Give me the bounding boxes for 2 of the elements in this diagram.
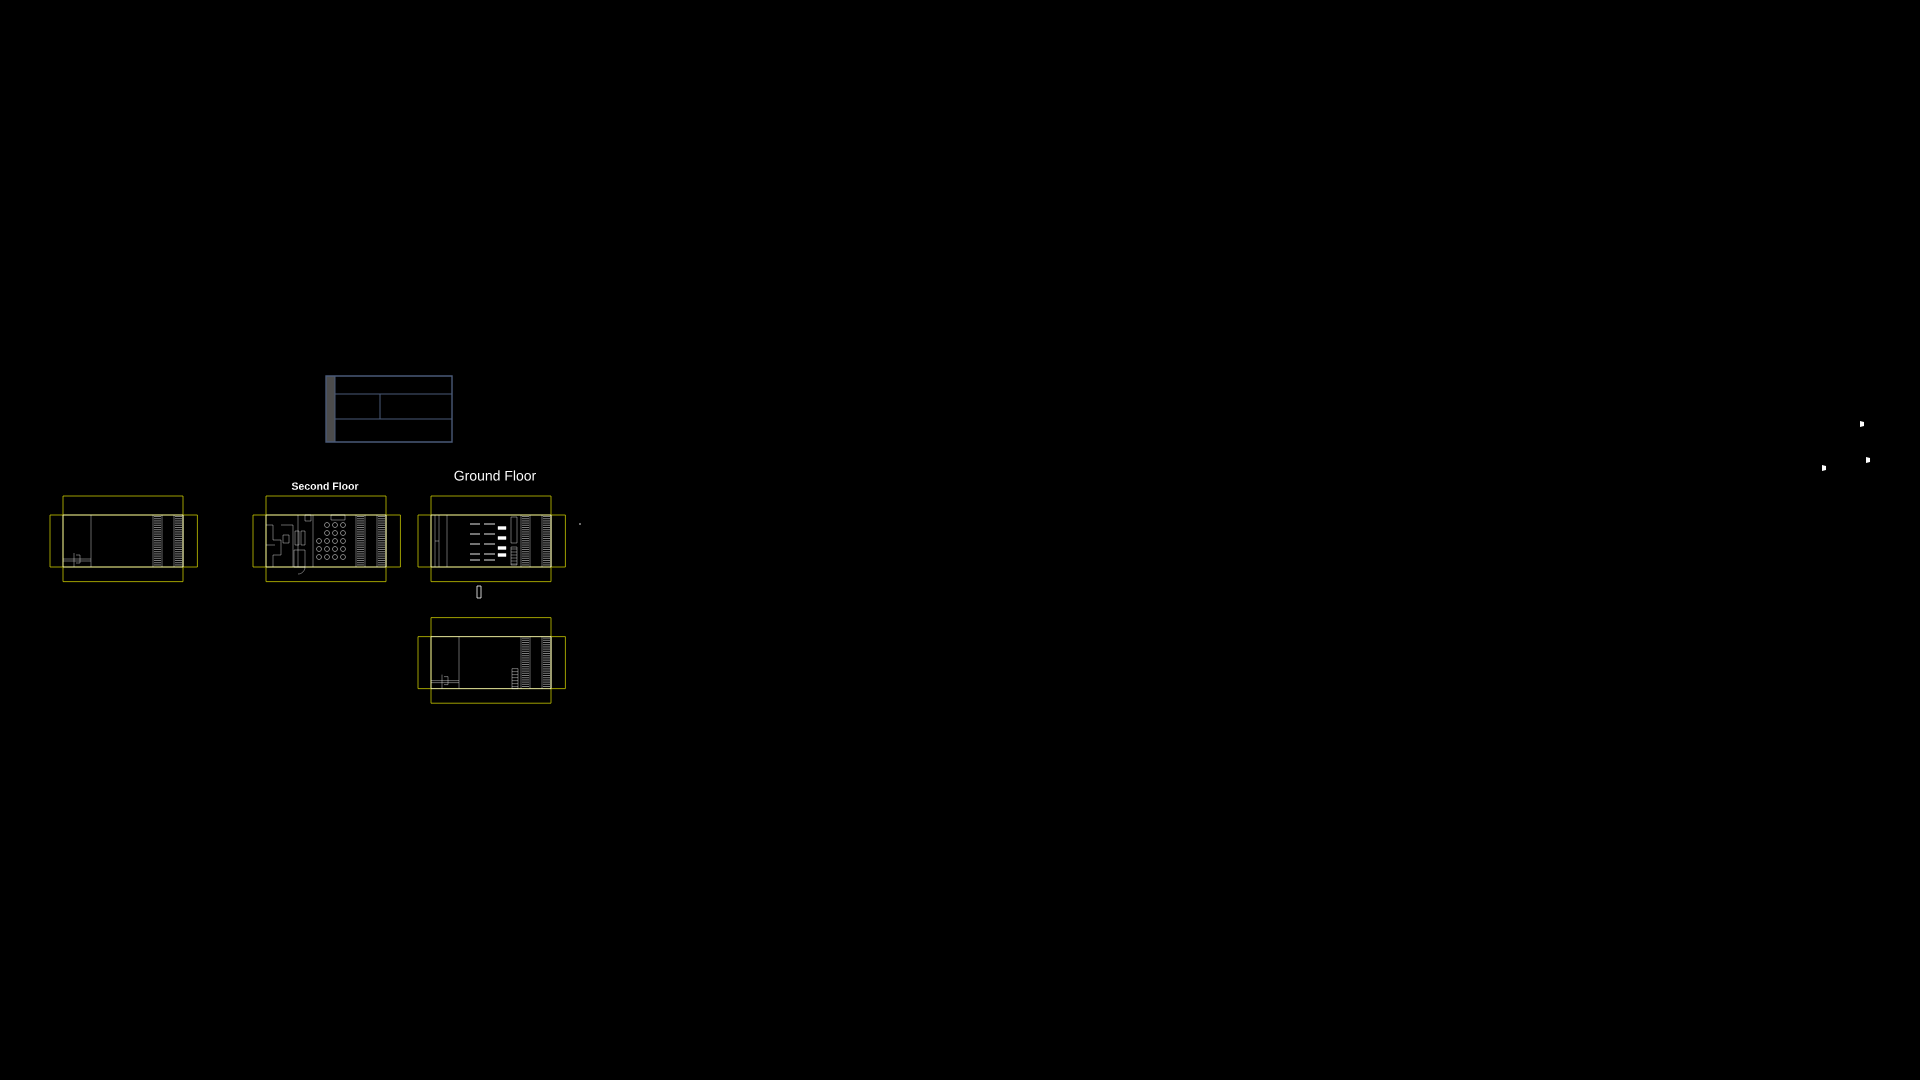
floor-title: Second Floor — [291, 482, 359, 490]
floor-title: Ground Floor — [454, 470, 536, 481]
